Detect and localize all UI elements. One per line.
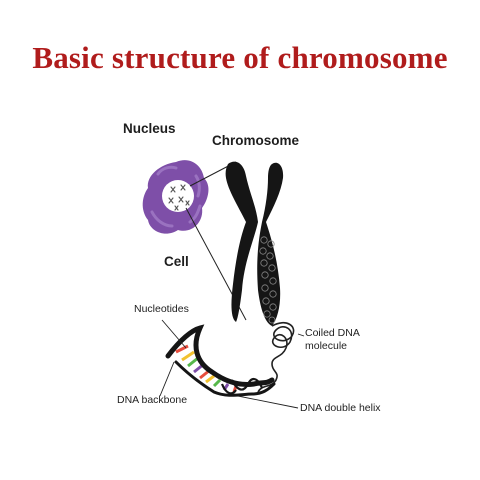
pointer-nucleotides [161,319,187,349]
helix-twists [220,378,264,395]
label-nucleus: Nucleus [123,121,176,136]
nucleus [162,180,194,212]
label-dna-backbone: DNA backbone [117,394,188,406]
label-coiled-dna-line2: molecule [305,340,348,352]
label-chromosome: Chromosome [212,133,300,148]
label-cell: Cell [164,254,189,269]
pointer-dna-backbone [159,361,175,397]
nucleus-chromosomes [168,184,190,211]
label-dna-double-helix: DNA double helix [300,402,381,414]
nucleus-body [162,180,194,212]
label-coiled-dna: Coiled DNA molecule [305,327,360,353]
chromosome [225,161,284,326]
cell-membrane-texture [150,165,202,228]
chromatin-texture [259,236,277,324]
chromosome-chromatid-left [225,161,258,322]
dna-backbone-strand-1 [165,324,275,387]
label-pointers [159,319,305,409]
label-nucleotides: Nucleotides [134,303,189,315]
pointer-coiled-dna [297,333,305,337]
coiled-dna [257,321,295,393]
dna-backbone-strand-2 [174,360,276,397]
coil-loop [257,321,295,393]
chromosome-chromatid-right [257,162,284,326]
dna-helix [165,324,276,397]
label-coiled-dna-line1: Coiled DNA [305,327,360,339]
page-title: Basic structure of chromosome [32,40,448,75]
pointer-dna-double-helix [237,395,299,409]
